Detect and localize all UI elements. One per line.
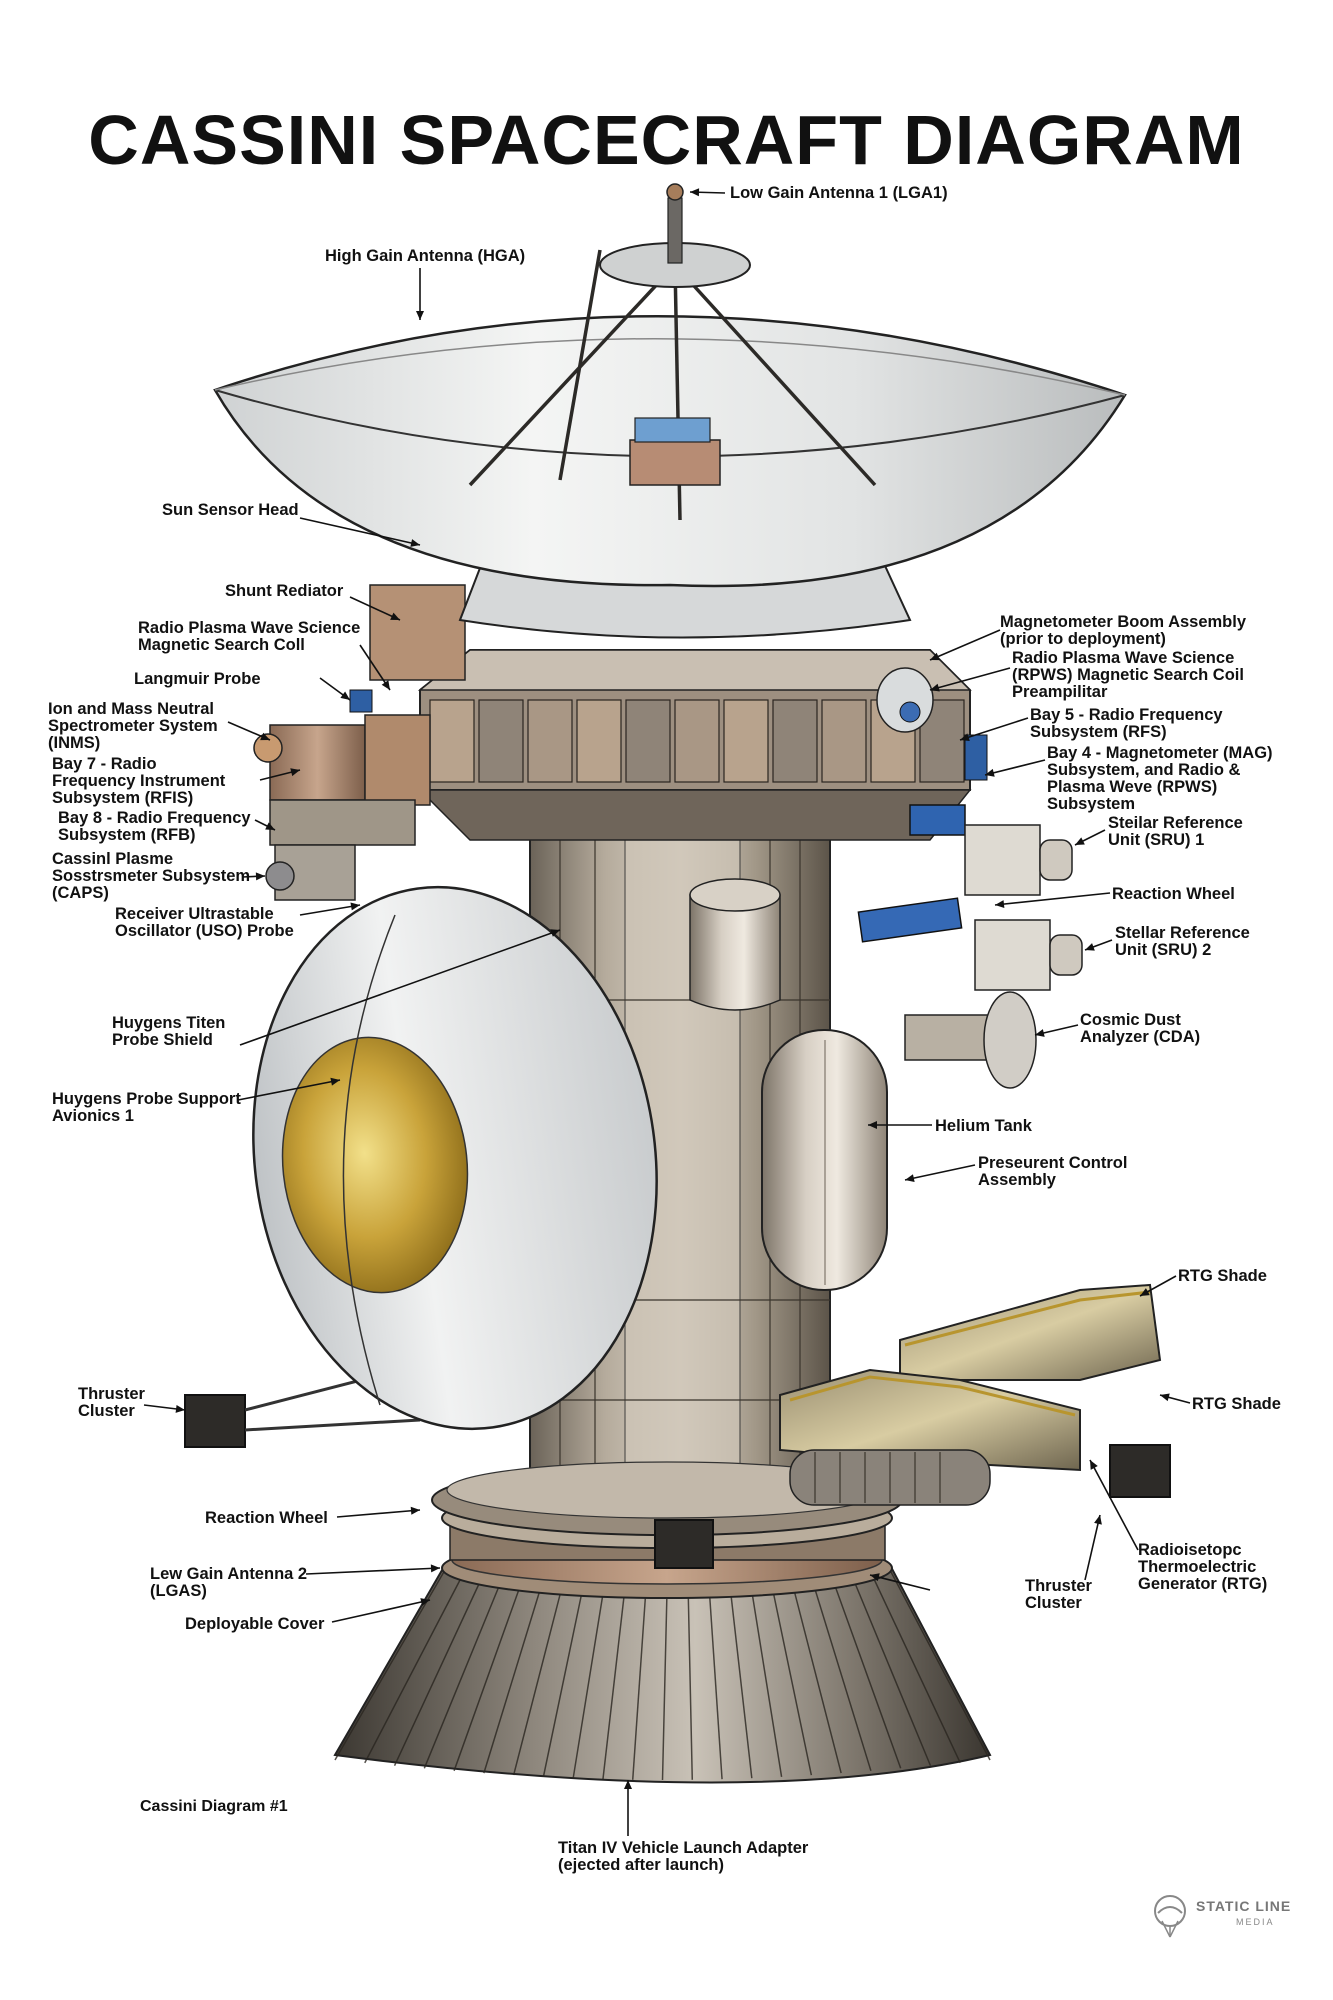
- label-cda: Cosmic Dust Analyzer (CDA): [1080, 1011, 1201, 1046]
- label-caps: Cassinl Plasme Sosstrsmeter Subsystem (C…: [52, 850, 251, 902]
- diagram-caption: Cassini Diagram #1: [140, 1798, 288, 1815]
- label-lga1: Low Gain Antenna 1 (LGA1): [730, 184, 948, 202]
- page-title: CASSINI SPACECRAFT DIAGRAM: [88, 101, 1245, 179]
- label-sru1: Steilar Reference Unit (SRU) 1: [1108, 814, 1243, 849]
- label-rtg-shade-1: RTG Shade: [1178, 1267, 1267, 1285]
- label-rpws-coil: Radio Plasma Wave Science Magnetic Searc…: [138, 619, 361, 654]
- label-rtg-shade-2: RTG Shade: [1192, 1395, 1281, 1413]
- label-helium-tank: Helium Tank: [935, 1117, 1032, 1135]
- label-huygens-shield: Huygens Titen Probe Shield: [112, 1014, 226, 1049]
- label-inms: Ion and Mass Neutral Spectrometer System…: [48, 700, 218, 752]
- label-thruster-cluster-right: Thruster Cluster: [1025, 1577, 1092, 1612]
- label-deployable-cover: Deployable Cover: [185, 1615, 325, 1633]
- label-hga: High Gain Antenna (HGA): [325, 247, 526, 265]
- label-reaction-wheel: Reaction Wheel: [1112, 885, 1235, 903]
- label-huygens-avionics: Huygens Probe Support Avionics 1: [52, 1090, 241, 1125]
- brand-subtitle: MEDIA: [1236, 1917, 1275, 1927]
- label-langmuir: Langmuir Probe: [134, 670, 261, 688]
- label-rpws-preamp: Radio Plasma Wave Science (RPWS) Magneti…: [1012, 649, 1244, 701]
- label-sru2: Stellar Reference Unit (SRU) 2: [1115, 924, 1250, 959]
- label-lga2: Lew Gain Antenna 2 (LGAS): [150, 1565, 308, 1600]
- label-bay8: Bay 8 - Radio Frequency Subsystem (RFB): [58, 809, 251, 844]
- label-uso: Receiver Ultrastable Oscillator (USO) Pr…: [115, 905, 294, 940]
- label-bay5: Bay 5 - Radio Frequency Subsystem (RFS): [1030, 706, 1223, 741]
- label-bay7: Bay 7 - Radio Frequency Instrument Subsy…: [52, 755, 226, 807]
- label-thruster-cluster-left: Thruster Cluster: [78, 1385, 145, 1420]
- label-shunt-radiator: Shunt Rediator: [225, 582, 344, 600]
- label-titan-adapter: Titan IV Vehicle Launch Adapter (ejected…: [558, 1839, 809, 1874]
- brand-name: STATIC LINE: [1196, 1898, 1292, 1914]
- label-rtg: Radioisetopc Thermoelectric Generator (R…: [1138, 1541, 1268, 1593]
- label-reaction-wheel-bottom: Reaction Wheel: [205, 1509, 328, 1527]
- brand-logo-icon: [1154, 1895, 1186, 1938]
- label-mag-boom: Magnetometer Boom Assembly (prior to dep…: [1000, 613, 1247, 648]
- label-sun-sensor: Sun Sensor Head: [162, 501, 299, 519]
- label-pressurant-control: Preseurent Control Assembly: [978, 1154, 1128, 1189]
- label-bay4: Bay 4 - Magnetometer (MAG) Subsystem, an…: [1047, 744, 1273, 813]
